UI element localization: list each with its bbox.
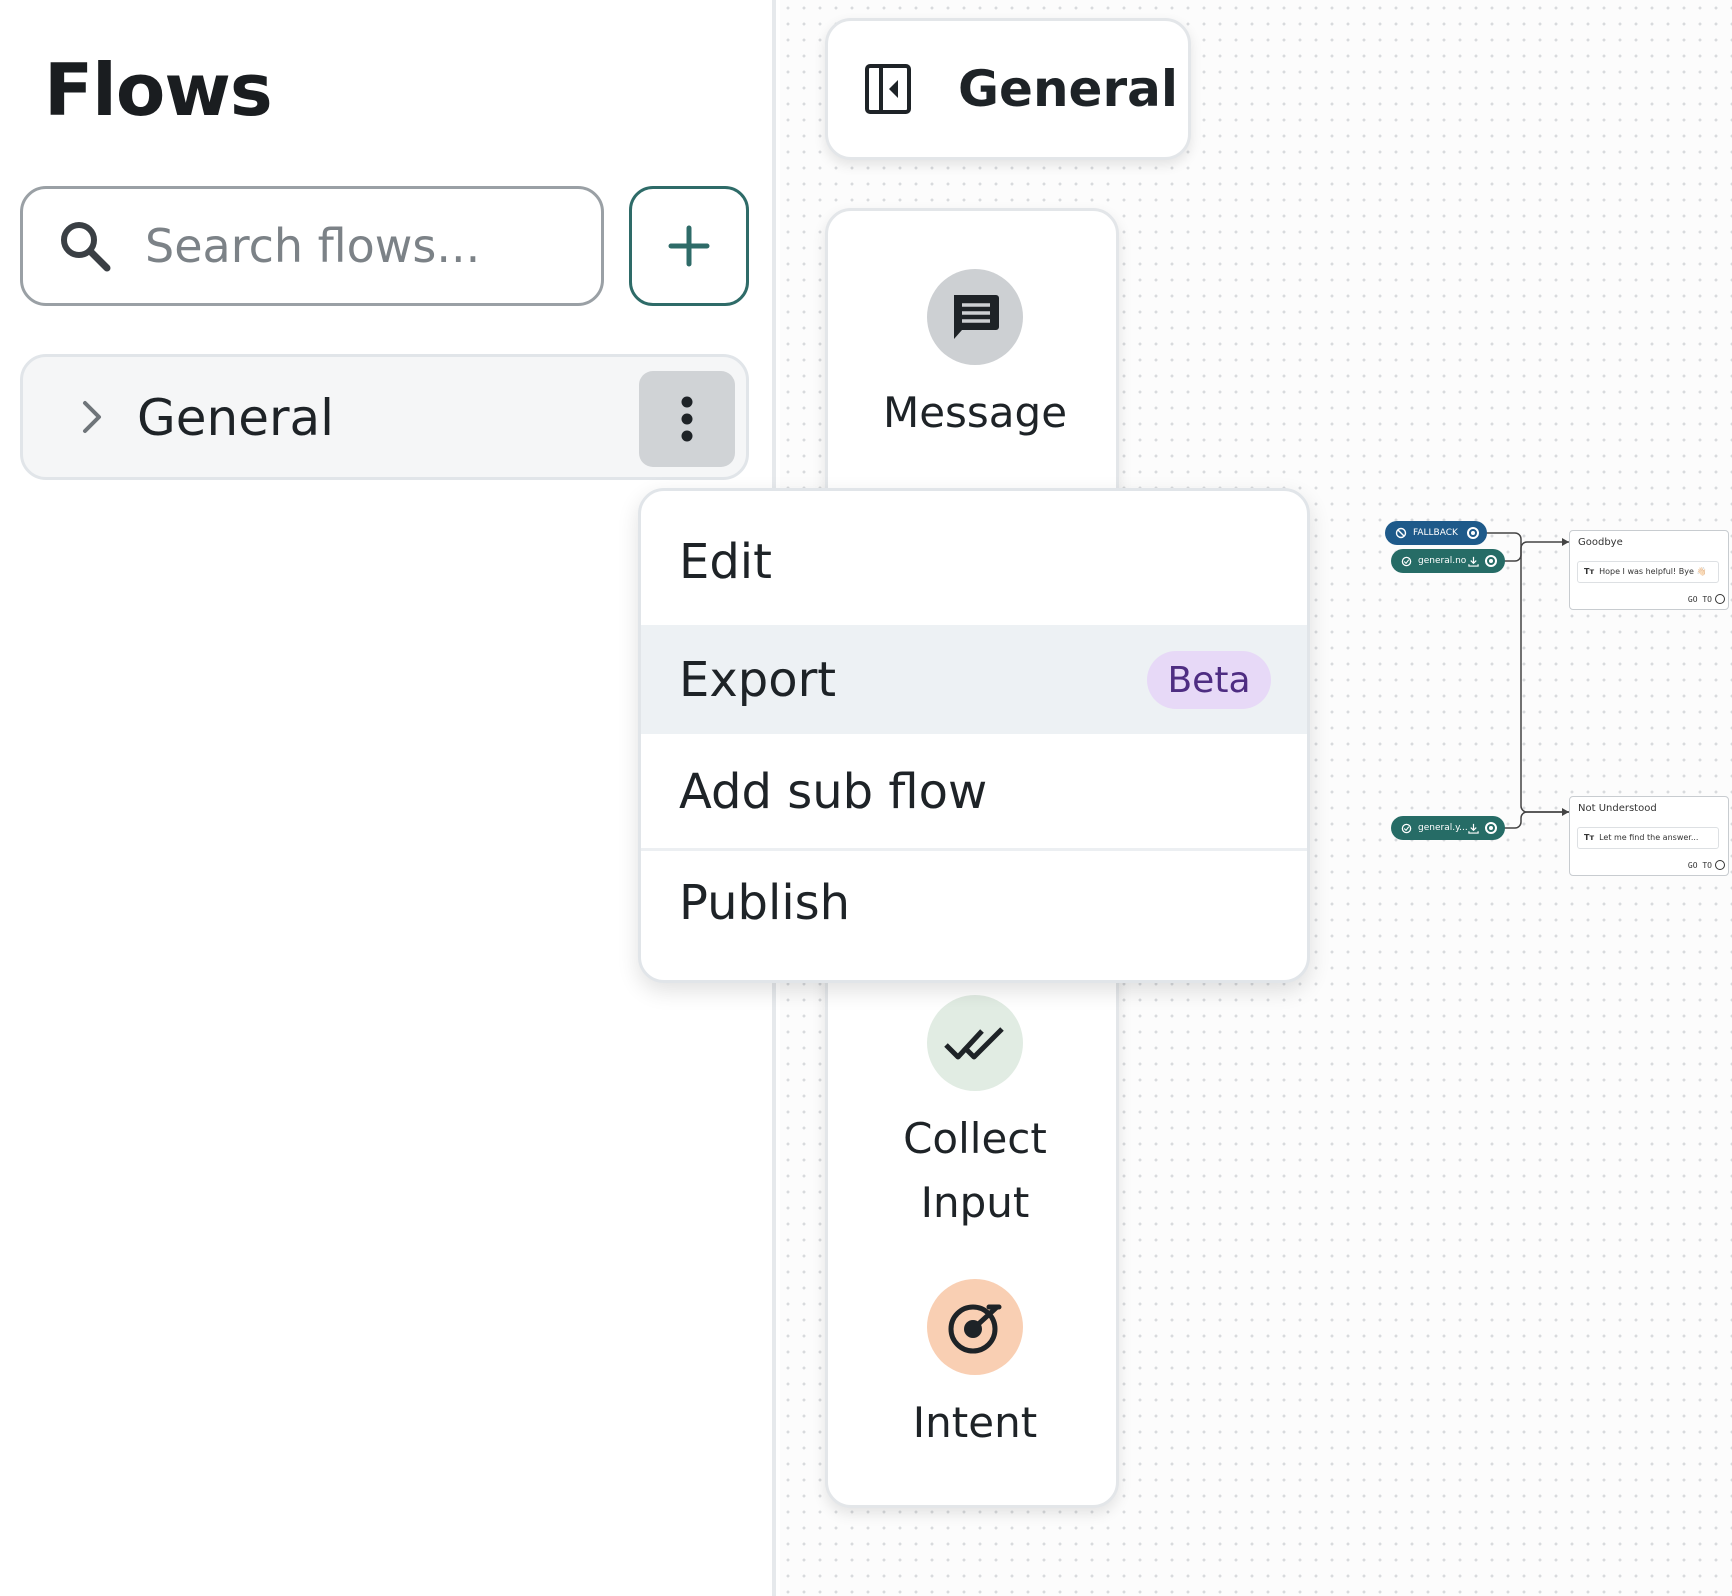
palette-item-message[interactable]: Message [828, 269, 1122, 445]
fallback-tag[interactable]: FALLBACK [1385, 521, 1487, 545]
plus-icon [668, 225, 710, 267]
text-type-icon: Tт [1584, 833, 1595, 842]
flow-item-general[interactable]: General [20, 354, 749, 480]
palette-item-label: Message [882, 388, 1068, 437]
target-icon [948, 1304, 1002, 1354]
flow-connectors [1480, 532, 1569, 829]
beta-badge: Beta [1147, 651, 1271, 709]
menu-item-edit[interactable]: Edit [679, 533, 772, 590]
menu-divider [641, 848, 1307, 851]
tag-label: general.y... [1418, 823, 1468, 833]
connector-dot[interactable] [1715, 860, 1725, 870]
intent-tag-no[interactable]: general.no [1391, 549, 1505, 573]
flow-context-menu: Edit Export Beta Add sub flow Publish [638, 488, 1310, 983]
search-icon [61, 222, 111, 272]
node-goto-label: GO TO [1687, 861, 1712, 870]
menu-item-export[interactable]: Export Beta [641, 625, 1307, 734]
download-icon [1468, 823, 1479, 834]
intent-tag-yes[interactable]: general.y... [1391, 816, 1505, 840]
text-type-icon: Tт [1584, 567, 1595, 576]
connector-dot[interactable] [1715, 594, 1725, 604]
intent-check-icon [1401, 556, 1412, 566]
chevron-right-icon[interactable] [67, 393, 115, 441]
palette-item-collect-input[interactable]: Collect Input [828, 995, 1122, 1235]
double-check-icon [944, 1027, 1004, 1060]
search-input[interactable] [145, 219, 585, 273]
intent-check-icon [1401, 823, 1412, 833]
tag-label: FALLBACK [1413, 528, 1458, 538]
node-title: Not Understood [1578, 803, 1657, 814]
connector-dot[interactable] [1485, 822, 1497, 834]
tag-label: general.no [1418, 556, 1467, 566]
palette-item-label: Collect Input [903, 1114, 1047, 1227]
page-title: Flows [44, 48, 273, 132]
fallback-icon [1395, 527, 1407, 539]
node-title: Goodbye [1578, 537, 1623, 548]
menu-item-publish[interactable]: Publish [679, 874, 851, 931]
panel-collapse-icon[interactable] [864, 63, 912, 115]
message-icon [954, 295, 999, 339]
more-vertical-icon [681, 396, 693, 442]
flow-actions-button[interactable] [639, 371, 735, 467]
search-box[interactable] [20, 186, 604, 306]
add-flow-button[interactable] [629, 186, 749, 306]
flow-item-label: General [137, 389, 335, 447]
flow-title: General [958, 60, 1178, 118]
menu-item-add-sub-flow[interactable]: Add sub flow [679, 763, 988, 820]
node-goto-label: GO TO [1687, 595, 1712, 604]
flow-header: General [825, 18, 1191, 160]
connector-dot[interactable] [1485, 555, 1497, 567]
palette-item-label: Intent [912, 1398, 1038, 1447]
download-icon [1468, 556, 1479, 567]
connector-dot[interactable] [1467, 527, 1479, 539]
palette-item-intent[interactable]: Intent [828, 1279, 1122, 1455]
